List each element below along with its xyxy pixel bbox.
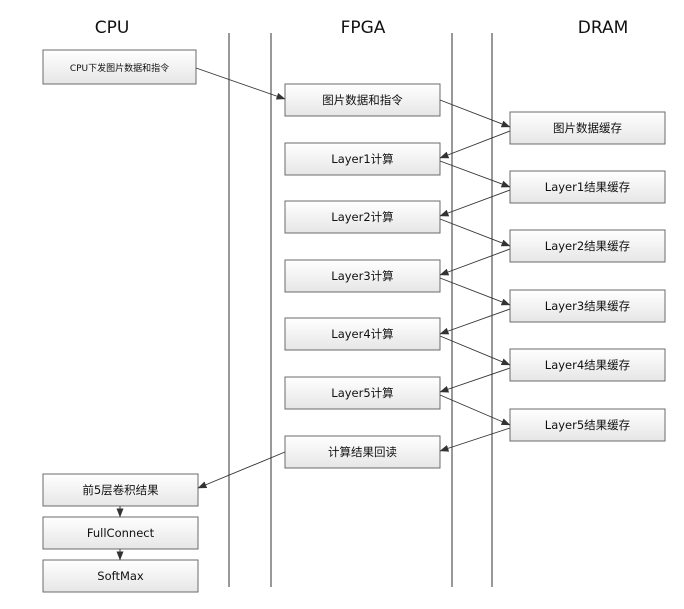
arrow-dram-layer3-to-layer4 bbox=[439, 308, 511, 335]
cpu-softmax-box: SoftMax bbox=[42, 559, 199, 593]
arrow-layer1-to-dram bbox=[439, 160, 511, 188]
fpga-layer4-box: Layer4计算 bbox=[284, 317, 441, 351]
dram-layer2-box: Layer2结果缓存 bbox=[509, 229, 666, 263]
fpga-layer2-label: Layer2计算 bbox=[331, 210, 393, 224]
dram-layer5-box: Layer5结果缓存 bbox=[509, 408, 666, 442]
dram-layer3-box: Layer3结果缓存 bbox=[509, 289, 666, 323]
fpga-image-cmd-label: 图片数据和指令 bbox=[322, 93, 403, 107]
fpga-layer5-label: Layer5计算 bbox=[331, 386, 393, 400]
dram-layer4-box: Layer4结果缓存 bbox=[509, 348, 666, 382]
fpga-layer2-box: Layer2计算 bbox=[284, 200, 441, 234]
arrow-fpga-to-dram-image bbox=[439, 99, 511, 128]
arrow-readback-to-cpu bbox=[197, 451, 286, 489]
fpga-layer1-label: Layer1计算 bbox=[331, 152, 393, 166]
fpga-layer3-box: Layer3计算 bbox=[284, 259, 441, 293]
dram-layer1-label: Layer1结果缓存 bbox=[545, 180, 630, 194]
arrow-dram-layer4-to-layer5 bbox=[439, 367, 511, 393]
fpga-layer3-label: Layer3计算 bbox=[331, 269, 393, 283]
cpu-send-box: CPU下发图片数据和指令 bbox=[42, 49, 197, 85]
fpga-layer4-label: Layer4计算 bbox=[331, 327, 393, 341]
dram-layer5-label: Layer5结果缓存 bbox=[545, 418, 630, 432]
cpu-conv-result-box: 前5层卷积结果 bbox=[42, 473, 199, 507]
column-header-dram: DRAM bbox=[578, 18, 629, 38]
column-header-fpga: FPGA bbox=[341, 18, 386, 38]
arrow-dram-layer2-to-layer3 bbox=[439, 248, 511, 276]
arrow-cpu-to-fpga bbox=[195, 67, 286, 100]
arrow-dram-image-to-layer1 bbox=[439, 130, 511, 159]
dram-layer4-label: Layer4结果缓存 bbox=[545, 358, 630, 372]
arrow-layer5-to-dram bbox=[439, 394, 511, 426]
cpu-fullconnect-box: FullConnect bbox=[42, 516, 199, 550]
fpga-image-cmd-box: 图片数据和指令 bbox=[284, 83, 441, 117]
dram-image-cache-label: 图片数据缓存 bbox=[553, 121, 622, 135]
fpga-layer1-box: Layer1计算 bbox=[284, 142, 441, 176]
cpu-fullconnect-label: FullConnect bbox=[87, 526, 155, 540]
fpga-readback-label: 计算结果回读 bbox=[328, 445, 397, 459]
fpga-layer5-box: Layer5计算 bbox=[284, 376, 441, 410]
dram-layer2-label: Layer2结果缓存 bbox=[545, 239, 630, 253]
cpu-conv-result-label: 前5层卷积结果 bbox=[82, 483, 159, 497]
dram-layer1-box: Layer1结果缓存 bbox=[509, 170, 666, 204]
cpu-send-label: CPU下发图片数据和指令 bbox=[70, 62, 169, 74]
arrow-dram-layer1-to-layer2 bbox=[439, 189, 511, 217]
arrow-layer4-to-dram bbox=[439, 335, 511, 366]
dram-layer3-label: Layer3结果缓存 bbox=[545, 299, 630, 313]
fpga-readback-box: 计算结果回读 bbox=[284, 435, 441, 469]
arrow-dram-layer5-to-readback bbox=[439, 427, 511, 452]
cpu-softmax-label: SoftMax bbox=[97, 569, 144, 583]
dram-image-cache-box: 图片数据缓存 bbox=[509, 111, 666, 145]
arrow-layer3-to-dram bbox=[439, 277, 511, 306]
arrow-layer2-to-dram bbox=[439, 218, 511, 247]
column-header-cpu: CPU bbox=[95, 18, 130, 38]
